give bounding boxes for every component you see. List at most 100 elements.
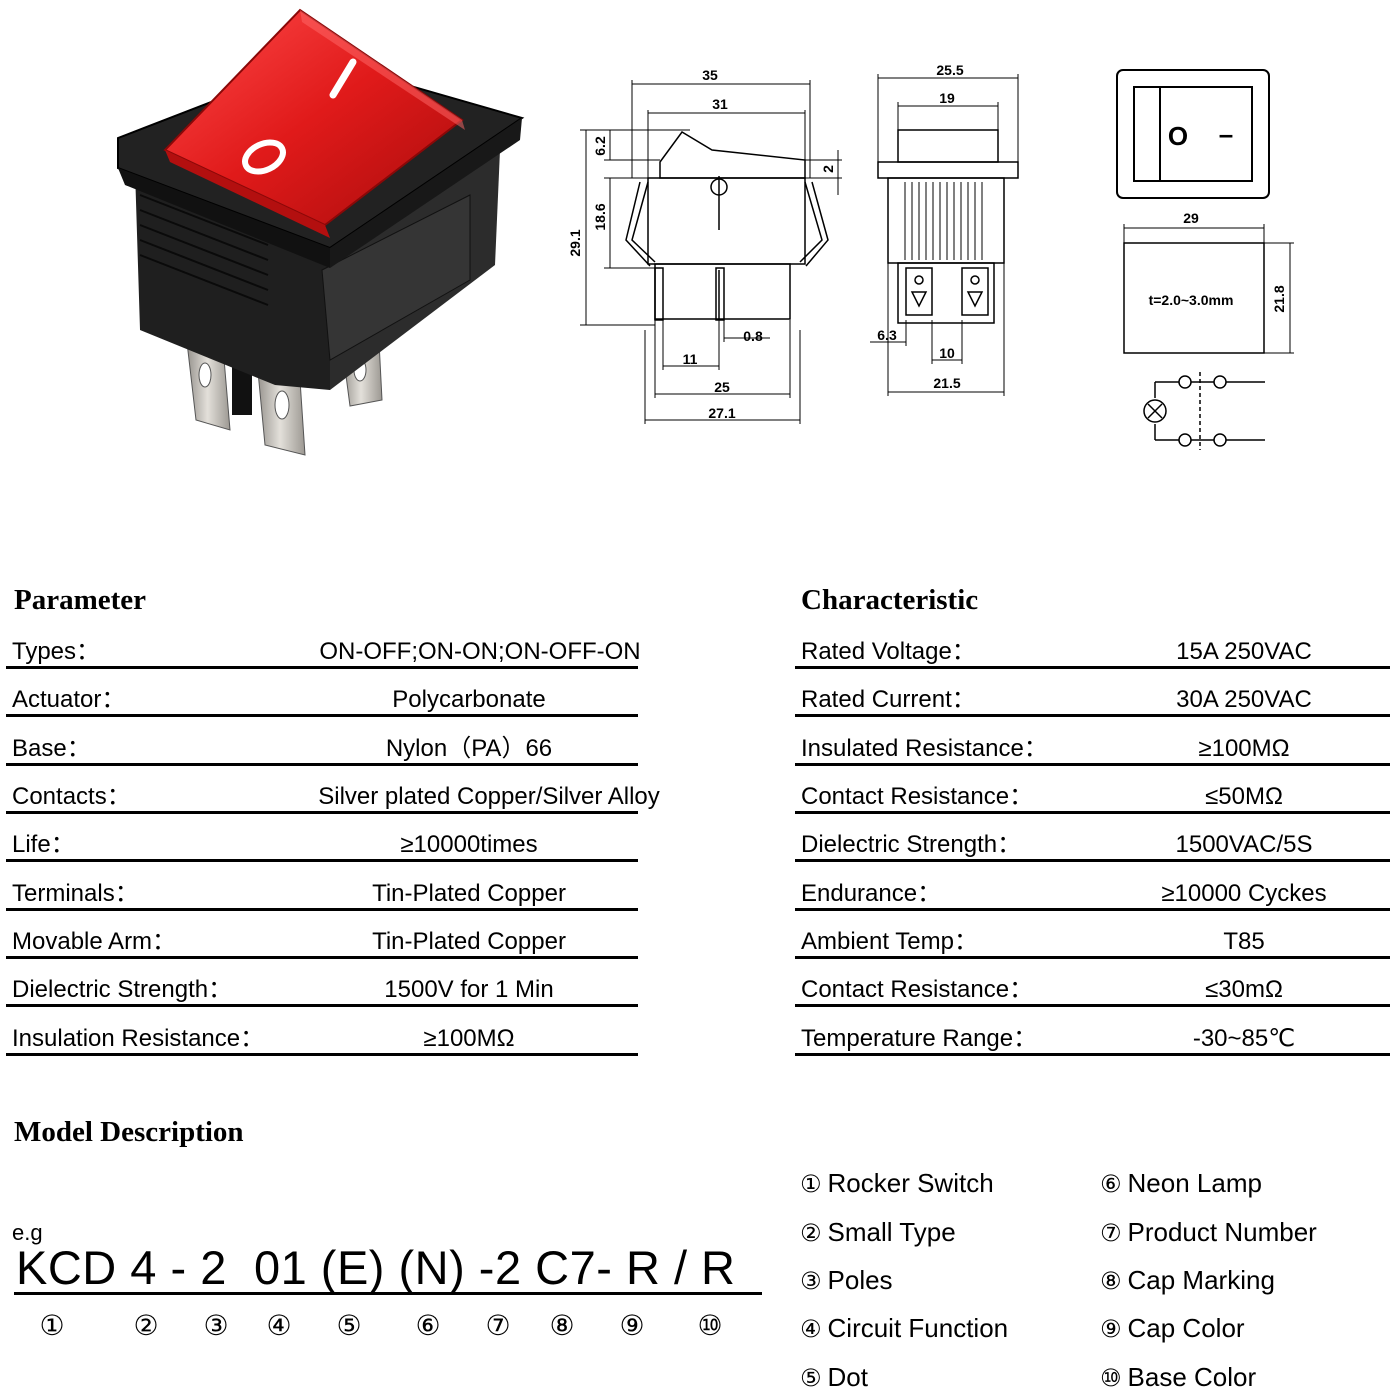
parameter-row-insulation-resistance: Insulation Resistance： ≥100MΩ xyxy=(6,1005,638,1056)
model-part-number-6: ⑥ xyxy=(415,1309,441,1342)
legend-text: Product Number xyxy=(1127,1217,1317,1247)
model-description-title: Model Description xyxy=(14,1116,244,1148)
legend-text: Circuit Function xyxy=(827,1313,1009,1343)
dim-6-3: 6.3 xyxy=(877,327,897,343)
legend-text: Poles xyxy=(827,1265,893,1295)
characteristic-row-rated-current: Rated Current： 30A 250VAC xyxy=(795,666,1390,717)
dim-25: 25 xyxy=(714,379,730,395)
legend-text: Small Type xyxy=(827,1217,956,1247)
parameter-row-dielectric-strength: Dielectric Strength： 1500V for 1 Min xyxy=(6,956,638,1007)
model-code-example: KCD 4 - 2 01 (E) (N) -2 C7- R / R xyxy=(16,1241,736,1294)
row-label: Terminals： xyxy=(12,880,139,907)
row-value: Silver plated Copper/Silver Alloy xyxy=(318,783,660,810)
characteristic-row-endurance: Endurance： ≥10000 Cyckes xyxy=(795,860,1390,911)
row-label: Dielectric Strength： xyxy=(801,831,1022,858)
dim-25-5: 25.5 xyxy=(936,62,963,78)
legend-number: ⑨ xyxy=(1100,1315,1122,1343)
characteristic-row-temperature-range: Temperature Range： -30~85℃ xyxy=(795,1005,1390,1056)
model-part-number-5: ⑤ xyxy=(336,1309,362,1342)
parameter-row-contacts: Contacts： Silver plated Copper/Silver Al… xyxy=(6,763,660,814)
parameter-row-movable-arm: Movable Arm： Tin-Plated Copper xyxy=(6,908,638,959)
parameter-row-life: Life： ≥10000times xyxy=(6,811,638,862)
model-part-number-9: ⑨ xyxy=(619,1309,645,1342)
row-value: ≤30mΩ xyxy=(1205,976,1283,1003)
side-view-drawing: 25.5 19 6.3 10 21.5 xyxy=(870,62,1019,396)
row-label: Actuator： xyxy=(12,686,126,713)
legend-text: Cap Color xyxy=(1127,1313,1245,1343)
legend-text: Neon Lamp xyxy=(1127,1168,1262,1198)
dim-35: 35 xyxy=(702,67,718,83)
legend-number: ② xyxy=(800,1219,822,1247)
row-label: Temperature Range： xyxy=(801,1025,1038,1052)
row-value: Polycarbonate xyxy=(392,686,546,713)
dim-10: 10 xyxy=(939,345,955,361)
dim-6-2: 6.2 xyxy=(592,136,608,156)
legend-text: Dot xyxy=(827,1362,868,1392)
row-value: Nylon（PA）66 xyxy=(385,735,553,762)
dim-0-8: 0.8 xyxy=(743,328,763,344)
row-value: 1500VAC/5S xyxy=(1175,831,1313,858)
model-part-number-4: ④ xyxy=(266,1309,292,1342)
row-label: Dielectric Strength： xyxy=(12,976,233,1003)
row-label: Contacts： xyxy=(12,783,131,810)
row-value: T85 xyxy=(1223,928,1265,955)
legend-text: Cap Marking xyxy=(1127,1265,1275,1295)
row-label: Movable Arm： xyxy=(12,928,177,955)
row-label: Insulation Resistance： xyxy=(12,1025,265,1052)
row-value: 15A 250VAC xyxy=(1176,638,1312,665)
row-value: 30A 250VAC xyxy=(1176,686,1312,713)
row-value: Tin-Plated Copper xyxy=(372,928,566,955)
parameter-row-base: Base： Nylon（PA）66 xyxy=(6,715,638,766)
characteristic-row-contact-resistance: Contact Resistance： ≤50MΩ xyxy=(795,763,1390,814)
model-part-number-8: ⑧ xyxy=(549,1309,575,1342)
row-value: ≥10000 Cyckes xyxy=(1161,880,1327,907)
legend-number: ④ xyxy=(800,1315,822,1343)
row-value: ≥100MΩ xyxy=(423,1025,515,1052)
rocker-switch-photo xyxy=(117,8,525,456)
characteristic-row-rated-voltage: Rated Voltage： 15A 250VAC xyxy=(795,618,1390,669)
legend-number: ⑥ xyxy=(1100,1170,1122,1198)
row-label: Contact Resistance： xyxy=(801,783,1034,810)
model-part-number-2: ② xyxy=(133,1309,159,1342)
example-label: e.g xyxy=(12,1220,43,1245)
legend-number: ③ xyxy=(800,1267,822,1295)
dim-18-6: 18.6 xyxy=(592,203,608,230)
dim-2: 2 xyxy=(820,165,836,173)
row-value: ≤50MΩ xyxy=(1205,783,1283,810)
model-part-number-7: ⑦ xyxy=(485,1309,511,1342)
row-label: Insulated Resistance： xyxy=(801,735,1048,762)
legend-number: ⑩ xyxy=(1100,1364,1122,1392)
circuit-schematic xyxy=(1143,372,1265,450)
dim-29-1: 29.1 xyxy=(567,229,583,256)
row-label: Types： xyxy=(12,638,101,665)
row-value: ≥10000times xyxy=(400,831,538,858)
dim-21-8: 21.8 xyxy=(1271,285,1287,312)
top-view-drawing: O – 29 21.8 t=2.0~3.0mm xyxy=(1116,69,1294,450)
model-part-number-10: ⑩ xyxy=(697,1309,723,1342)
characteristic-row-insulated-resistance: Insulated Resistance： ≥100MΩ xyxy=(795,715,1390,766)
row-value: -30~85℃ xyxy=(1192,1025,1296,1052)
characteristic-row-contact-resistance-2: Contact Resistance： ≤30mΩ xyxy=(795,956,1390,1007)
characteristic-row-dielectric-strength: Dielectric Strength： 1500VAC/5S xyxy=(795,811,1390,862)
parameter-row-actuator: Actuator： Polycarbonate xyxy=(6,666,638,717)
model-code-underline xyxy=(14,1292,762,1295)
row-value: ≥100MΩ xyxy=(1198,735,1290,762)
row-label: Base： xyxy=(12,735,91,762)
dim-21-5: 21.5 xyxy=(933,375,960,391)
row-label: Ambient Temp： xyxy=(801,928,978,955)
parameter-row-types: Types： ON-OFF;ON-ON;ON-OFF-ON xyxy=(6,618,641,669)
row-label: Rated Current： xyxy=(801,686,976,713)
parameter-title: Parameter xyxy=(14,584,147,616)
model-part-number-3: ③ xyxy=(203,1309,229,1342)
row-label: Life： xyxy=(12,831,75,858)
row-value: ON-OFF;ON-ON;ON-OFF-ON xyxy=(319,638,641,665)
